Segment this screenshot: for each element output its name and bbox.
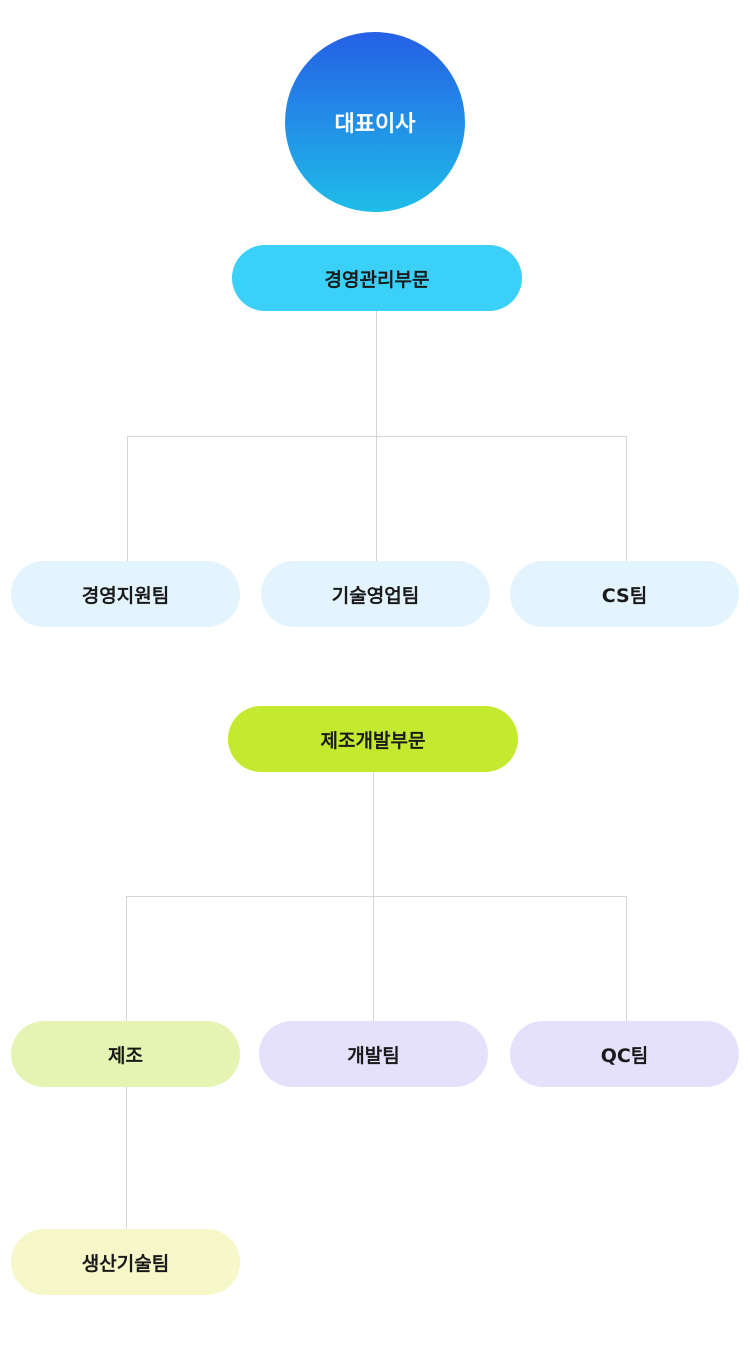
team-qc: QC팀 [510, 1021, 739, 1087]
connector-div2-horizontal [126, 896, 627, 897]
ceo-label: 대표이사 [334, 112, 416, 137]
team-cs: CS팀 [510, 561, 739, 627]
connector-div2-left [126, 896, 127, 1021]
team-management-support: 경영지원팀 [11, 561, 240, 627]
division-manufacturing-dev-node: 제조개발부문 [228, 706, 518, 772]
team-label: 기술영업팀 [331, 584, 420, 607]
connector-div2-right [626, 896, 627, 1021]
division-management-node: 경영관리부문 [232, 245, 522, 311]
connector-manufacturing-sub [126, 1087, 127, 1229]
team-development: 개발팀 [259, 1021, 488, 1087]
connector-div1-horizontal [127, 436, 627, 437]
connector-div1-left [127, 436, 128, 561]
team-manufacturing: 제조 [11, 1021, 240, 1087]
connector-div1-right [626, 436, 627, 561]
team-label: CS팀 [601, 584, 648, 607]
team-label: 개발팀 [347, 1044, 400, 1067]
team-tech-sales: 기술영업팀 [261, 561, 490, 627]
team-production-tech: 생산기술팀 [11, 1229, 240, 1295]
team-label: 제조 [108, 1044, 143, 1067]
ceo-node: 대표이사 [285, 32, 465, 212]
team-label: 경영지원팀 [81, 584, 170, 607]
division-manufacturing-dev-label: 제조개발부문 [320, 729, 426, 752]
team-label: QC팀 [600, 1044, 649, 1067]
division-management-label: 경영관리부문 [324, 268, 430, 291]
team-label: 생산기술팀 [81, 1252, 170, 1275]
